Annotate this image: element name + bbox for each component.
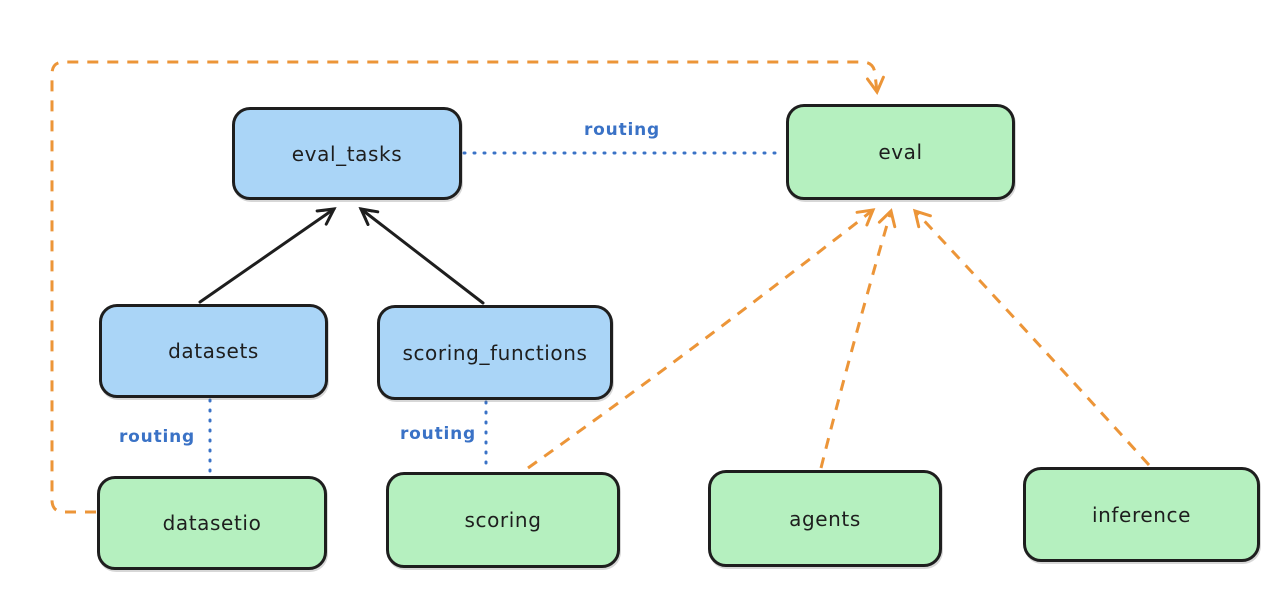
node-scoring-label: scoring: [464, 508, 542, 532]
edge-label-scoring-functions-to-scoring: routing: [400, 424, 476, 444]
node-agents-label: agents: [789, 506, 861, 531]
node-datasets: datasets: [99, 304, 328, 398]
edge-label-eval-tasks-to-eval: routing: [584, 120, 660, 140]
edge-datasetio-to-eval: [50, 60, 885, 514]
node-eval-tasks-label: eval_tasks: [291, 141, 403, 166]
node-inference: inference: [1023, 467, 1260, 562]
node-scoring: scoring: [386, 472, 620, 568]
node-eval-label: eval: [878, 140, 923, 164]
node-datasets-label: datasets: [168, 339, 259, 363]
edge-datasets-to-eval-tasks: [198, 207, 337, 304]
node-eval-tasks: eval_tasks: [232, 107, 462, 200]
node-eval: eval: [786, 104, 1015, 200]
node-datasetio-label: datasetio: [162, 511, 262, 535]
edge-scoring-functions-to-eval-tasks: [358, 207, 485, 305]
edge-inference-to-eval: [912, 208, 1151, 467]
edge-scoring-to-eval: [527, 208, 876, 470]
node-agents: agents: [708, 470, 942, 567]
node-datasetio: datasetio: [97, 476, 327, 570]
edge-agents-to-eval: [819, 208, 897, 469]
edge-label-datasets-to-datasetio: routing: [119, 427, 195, 447]
node-scoring-functions: scoring_functions: [377, 305, 613, 400]
node-scoring-functions-label: scoring_functions: [402, 340, 588, 365]
node-inference-label: inference: [1091, 502, 1192, 527]
